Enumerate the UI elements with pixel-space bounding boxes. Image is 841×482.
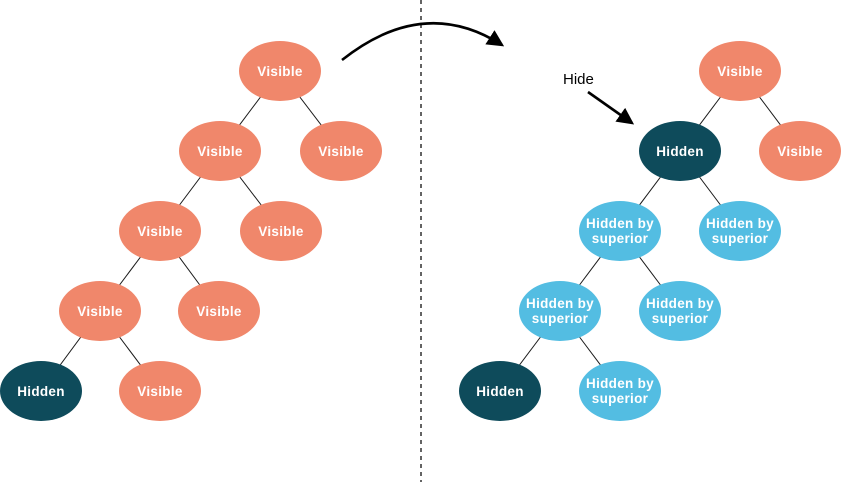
tree-node-label: Hidden — [656, 143, 704, 159]
tree-node-label: Visible — [197, 143, 243, 159]
tree-node: Visible — [759, 121, 841, 181]
tree-node: Hidden by superior — [579, 201, 661, 261]
tree-node-label: Visible — [137, 383, 183, 399]
tree-node-label: Hidden by superior — [646, 296, 714, 326]
tree-node: Hidden — [639, 121, 721, 181]
tree-node-label: Hidden by superior — [706, 216, 774, 246]
tree-node-label: Visible — [196, 303, 242, 319]
transform-arrow-icon — [341, 21, 505, 62]
tree-node-label: Visible — [258, 223, 304, 239]
tree-node-label: Visible — [717, 63, 763, 79]
tree-node-label: Hidden by superior — [586, 376, 654, 406]
tree-node: Visible — [699, 41, 781, 101]
tree-node: Visible — [119, 201, 201, 261]
tree-node: Visible — [300, 121, 382, 181]
tree-node: Hidden by superior — [639, 281, 721, 341]
tree-node: Hidden by superior — [699, 201, 781, 261]
tree-node-label: Visible — [137, 223, 183, 239]
tree-node: Hidden — [459, 361, 541, 421]
hide-annotation-label: Hide — [563, 71, 594, 88]
tree-node-label: Visible — [257, 63, 303, 79]
tree-node: Hidden — [0, 361, 82, 421]
tree-node: Hidden by superior — [519, 281, 601, 341]
tree-node: Visible — [178, 281, 260, 341]
tree-node: Visible — [179, 121, 261, 181]
tree-node: Visible — [240, 201, 322, 261]
tree-node-label: Hidden — [17, 383, 65, 399]
tree-node-label: Visible — [77, 303, 123, 319]
tree-node-label: Hidden by superior — [526, 296, 594, 326]
tree-node-label: Hidden — [476, 383, 524, 399]
tree-node: Visible — [119, 361, 201, 421]
tree-node: Visible — [59, 281, 141, 341]
tree-node-label: Hidden by superior — [586, 216, 654, 246]
tree-node-label: Visible — [318, 143, 364, 159]
tree-node-label: Visible — [777, 143, 823, 159]
tree-node: Visible — [239, 41, 321, 101]
tree-node: Hidden by superior — [579, 361, 661, 421]
hide-arrow-icon — [587, 90, 635, 125]
